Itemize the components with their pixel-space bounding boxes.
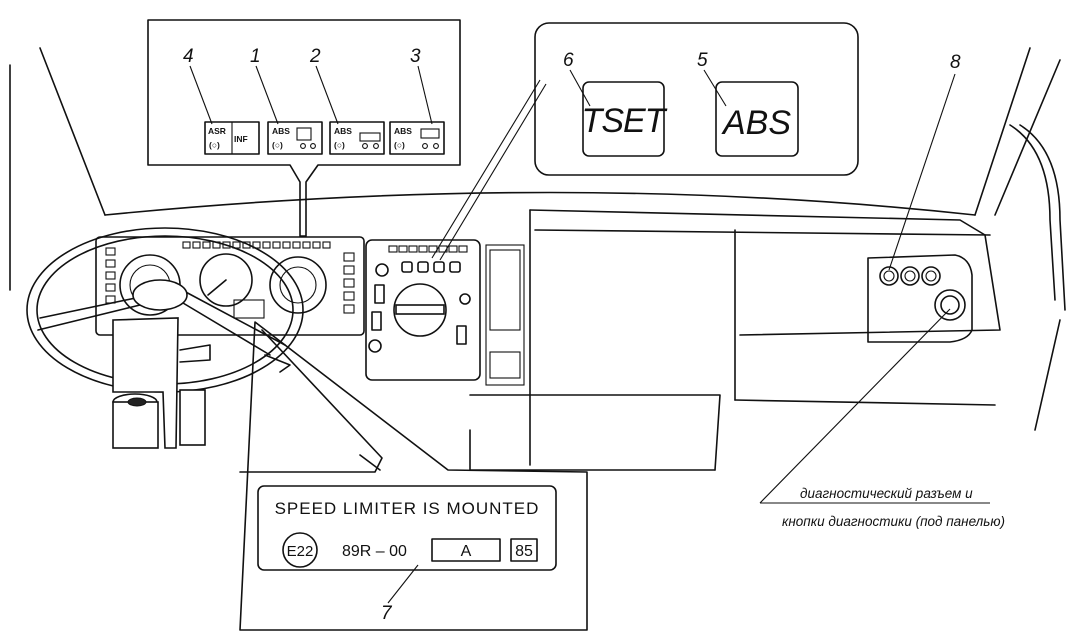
tset-lamp: TSET <box>582 81 669 157</box>
svg-text:ABS: ABS <box>334 126 352 136</box>
svg-text:TSET: TSET <box>582 102 668 140</box>
callout-5: 5 <box>697 50 708 71</box>
indicator-callout-box: ASR INF (○) ABS (○) ABS (○) ABS (○) <box>147 19 461 237</box>
abs-lamp: ABS <box>715 81 799 157</box>
callout-3: 3 <box>410 46 421 67</box>
svg-text:ASR: ASR <box>208 126 226 136</box>
diagnostic-button-icon <box>879 266 899 286</box>
speed-value: 85 <box>515 543 533 560</box>
diagnostic-panel <box>867 254 973 343</box>
callout-6: 6 <box>563 50 574 71</box>
diagnostic-note: диагностический разъем и кнопки диагност… <box>759 308 1005 529</box>
diagnostic-note-line2: кнопки диагностики (под панелью) <box>782 514 1005 529</box>
callout-1: 1 <box>250 46 261 67</box>
small-gauge <box>269 256 327 314</box>
e-mark-icon <box>282 532 318 568</box>
speed-limiter-plate <box>257 485 557 571</box>
e-mark-label: E22 <box>287 543 314 560</box>
center-console <box>365 239 525 386</box>
abs-trailer-lamp: ABS (○) <box>267 121 323 155</box>
callout-8-group: 8 <box>888 52 961 271</box>
cab-outline <box>9 47 1066 471</box>
speed-limiter-title: SPEED LIMITER IS MOUNTED <box>275 499 540 518</box>
callout-2: 2 <box>309 46 321 67</box>
speedometer-gauge <box>199 253 253 307</box>
svg-text:ABS: ABS <box>272 126 290 136</box>
callout-8: 8 <box>950 52 961 73</box>
steering-wheel <box>26 227 304 449</box>
approval-label: A <box>461 543 472 560</box>
svg-text:ABS: ABS <box>721 104 791 142</box>
abs-truck-lamp: ABS (○) <box>329 121 385 155</box>
svg-text:(○): (○) <box>394 140 405 150</box>
climate-knob <box>393 283 447 337</box>
callout-7: 7 <box>381 603 393 624</box>
svg-text:(○): (○) <box>209 140 220 150</box>
abs-tractor-lamp: ABS (○) <box>389 121 445 155</box>
svg-text:ABS: ABS <box>394 126 412 136</box>
diagnostic-connector-icon <box>934 289 966 321</box>
callout-4: 4 <box>183 46 194 67</box>
diagnostic-note-line1: диагностический разъем и <box>800 486 973 501</box>
svg-text:(○): (○) <box>272 140 283 150</box>
diagnostic-button-icon <box>921 266 941 286</box>
diagnostic-button-icon <box>900 266 920 286</box>
asr-inf-lamp: ASR INF (○) <box>204 121 260 155</box>
svg-text:INF: INF <box>234 134 248 144</box>
regulation-label: 89R – 00 <box>342 543 407 560</box>
svg-text:(○): (○) <box>334 140 345 150</box>
tset-abs-callout-box: TSET ABS 6 5 <box>431 22 859 261</box>
speed-limiter-callout: SPEED LIMITER IS MOUNTED E22 89R – 00 A … <box>239 321 588 631</box>
